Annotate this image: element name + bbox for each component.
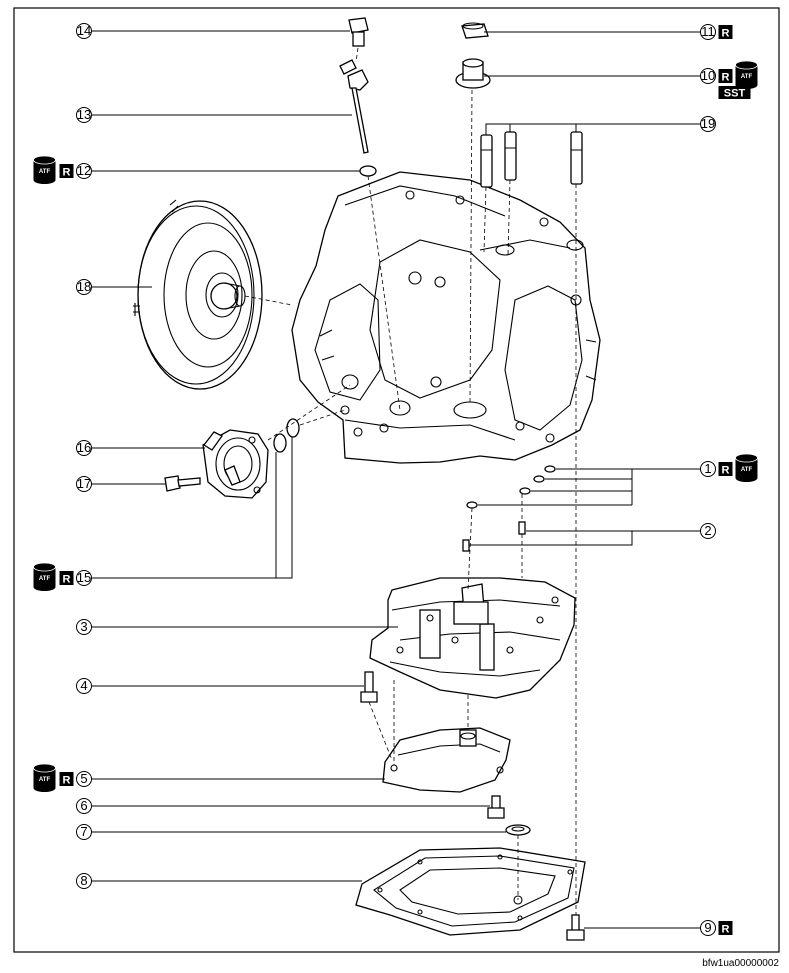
callout-9: 9 — [700, 920, 716, 936]
clip-11 — [461, 22, 489, 39]
svg-text:R: R — [722, 465, 730, 477]
callout-16: 16 — [76, 440, 92, 456]
replace-badge: R — [59, 772, 74, 787]
callout-number: 14 — [77, 23, 91, 38]
callout-19: 19 — [700, 116, 716, 132]
oil-pan — [355, 847, 586, 936]
callout-13: 13 — [76, 107, 92, 123]
o-ring-12 — [359, 165, 377, 177]
bolt-4 — [360, 671, 378, 703]
callout-12: 12 — [76, 163, 92, 179]
parts-drawing — [133, 17, 601, 941]
oil-cooler — [202, 429, 269, 499]
svg-text:ATF: ATF — [39, 777, 51, 783]
callout-5: 5 — [76, 771, 92, 787]
gauge-pipe-13 — [339, 59, 369, 154]
callout-11: 11 — [700, 24, 716, 40]
reference-code: bfw1ua00000002 — [702, 958, 779, 969]
callout-number: 2 — [704, 523, 711, 538]
callout-8: 8 — [76, 873, 92, 889]
oil-strainer — [382, 727, 511, 793]
callout-number: 10 — [701, 68, 715, 83]
replace-badge: R — [59, 164, 74, 179]
callout-number: 1 — [704, 461, 711, 476]
atf-icon: ATF — [735, 453, 758, 482]
callout-number: 5 — [80, 771, 87, 786]
bolt-17 — [164, 475, 201, 492]
atf-icon: ATF — [33, 763, 56, 792]
diagram-frame — [13, 7, 780, 953]
callout-number: 19 — [701, 116, 715, 131]
callout-number: 15 — [77, 570, 91, 585]
svg-text:R: R — [722, 924, 730, 936]
pins-2 — [462, 521, 526, 552]
callout-number: 16 — [77, 440, 91, 455]
bolt-6 — [487, 795, 505, 819]
callout-7: 7 — [76, 824, 92, 840]
svg-text:R: R — [63, 167, 71, 179]
svg-text:ATF: ATF — [741, 74, 753, 80]
callout-number: 4 — [80, 678, 87, 693]
callout-number: 13 — [77, 107, 91, 122]
transaxle-case — [291, 171, 601, 464]
svg-text:ATF: ATF — [741, 467, 753, 473]
callout-15: 15 — [76, 570, 92, 586]
callout-number: 3 — [80, 619, 87, 634]
svg-text:ATF: ATF — [39, 576, 51, 582]
callout-number: 9 — [704, 920, 711, 935]
replace-badge: R — [59, 571, 74, 586]
callout-number: 8 — [80, 873, 87, 888]
svg-text:R: R — [722, 28, 730, 40]
atf-icon: ATF — [33, 155, 56, 184]
callout-17: 17 — [76, 476, 92, 492]
callout-number: 6 — [80, 798, 87, 813]
callout-2: 2 — [700, 523, 716, 539]
leader-lines — [92, 30, 700, 929]
callout-number: 7 — [80, 824, 87, 839]
replace-badge: R — [718, 921, 733, 936]
callout-6: 6 — [76, 798, 92, 814]
torque-converter — [133, 199, 263, 390]
callout-3: 3 — [76, 619, 92, 635]
callout-18: 18 — [76, 279, 92, 295]
plug-10 — [455, 58, 491, 89]
level-gauge-14 — [348, 17, 369, 47]
svg-text:ATF: ATF — [39, 169, 51, 175]
callout-1: 1 — [700, 461, 716, 477]
o-rings-15 — [273, 418, 300, 453]
atf-icon: ATF — [735, 60, 758, 89]
drain-plug-9 — [566, 914, 585, 941]
callout-number: 12 — [77, 163, 91, 178]
callout-4: 4 — [76, 678, 92, 694]
replace-badge: R — [718, 462, 733, 477]
magnet-7 — [505, 824, 531, 836]
replace-badge: R — [718, 25, 733, 40]
callout-14: 14 — [76, 23, 92, 39]
seals-1 — [466, 465, 556, 509]
callout-number: 18 — [77, 279, 91, 294]
svg-text:R: R — [63, 775, 71, 787]
callout-number: 11 — [701, 24, 715, 39]
assembly-axes — [244, 47, 577, 915]
callout-10: 10 — [700, 68, 716, 84]
callout-number: 17 — [77, 476, 91, 491]
sst-icon: SST — [718, 86, 751, 100]
pins-19 — [480, 131, 583, 188]
control-valve-body — [369, 577, 576, 699]
svg-text:R: R — [63, 574, 71, 586]
atf-icon: ATF — [33, 562, 56, 591]
replace-badge: R — [718, 69, 733, 84]
svg-text:SST: SST — [724, 88, 746, 100]
svg-text:R: R — [722, 72, 730, 84]
